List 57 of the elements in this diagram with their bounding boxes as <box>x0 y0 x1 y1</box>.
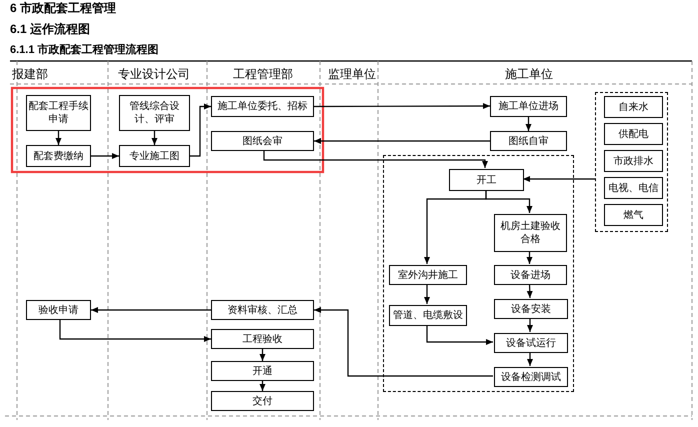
process-box: 设备检测调试 <box>494 367 568 387</box>
arrow <box>526 117 532 131</box>
arrow <box>263 151 488 168</box>
arrow <box>260 381 266 391</box>
arrow <box>190 104 211 157</box>
arrow <box>526 284 533 298</box>
arrow <box>314 307 493 377</box>
lane-header: 专业设计公司 <box>118 66 190 83</box>
process-box: 燃气 <box>604 204 663 226</box>
arrow <box>527 352 533 366</box>
section-heading: 6 市政配套工程管理 <box>10 0 116 17</box>
process-box: 施工单位委托、招标 <box>211 96 314 117</box>
process-box: 施工单位进场 <box>490 96 567 117</box>
process-box: 市政排水 <box>604 150 663 172</box>
process-box: 自来水 <box>604 96 663 118</box>
arrow <box>91 307 211 313</box>
process-box: 专业施工图 <box>119 145 190 167</box>
process-box: 配套工程手续申请 <box>26 95 91 131</box>
arrow <box>59 320 211 342</box>
arrow <box>527 318 533 332</box>
process-box: 管道、电缆敷设 <box>389 305 467 326</box>
dashed-group-box <box>595 92 668 232</box>
process-box: 管线综合设计、评审 <box>119 95 190 131</box>
section-heading: 6.1.1 市政配套工程管理流程图 <box>10 42 159 57</box>
arrow <box>424 190 487 264</box>
arrow <box>314 103 490 110</box>
process-box: 交付 <box>211 391 314 411</box>
process-box: 资料审核、汇总 <box>211 300 314 320</box>
lane-header: 工程管理部 <box>233 66 293 83</box>
process-box: 设备试运行 <box>494 333 568 353</box>
process-box: 设备安装 <box>494 299 568 319</box>
arrow <box>314 138 490 144</box>
process-box: 开工 <box>449 169 524 191</box>
arrow <box>523 176 595 182</box>
arrow <box>424 284 430 304</box>
lane-header: 报建部 <box>12 66 48 83</box>
lane-header: 施工单位 <box>505 66 553 83</box>
section-heading: 6.1 运作流程图 <box>10 21 90 38</box>
dashed-group-box <box>383 155 574 392</box>
arrow <box>426 325 493 345</box>
arrow <box>152 131 158 145</box>
process-box: 工程验收 <box>211 329 314 349</box>
process-box: 图纸会审 <box>211 131 314 151</box>
process-box: 室外沟井施工 <box>389 265 467 285</box>
process-box: 设备进场 <box>494 265 567 285</box>
process-box: 配套费缴纳 <box>26 145 91 167</box>
process-box: 机房土建验收合格 <box>494 214 567 252</box>
process-box: 供配电 <box>604 123 663 145</box>
process-box: 验收申请 <box>26 300 91 320</box>
process-box: 图纸自审 <box>490 131 567 151</box>
lane-header: 监理单位 <box>328 66 376 83</box>
arrow <box>91 153 119 159</box>
process-box: 电视、电信 <box>604 177 663 199</box>
arrow <box>526 251 532 264</box>
arrow <box>56 131 62 145</box>
arrow <box>260 349 266 361</box>
process-box: 开通 <box>211 361 314 381</box>
